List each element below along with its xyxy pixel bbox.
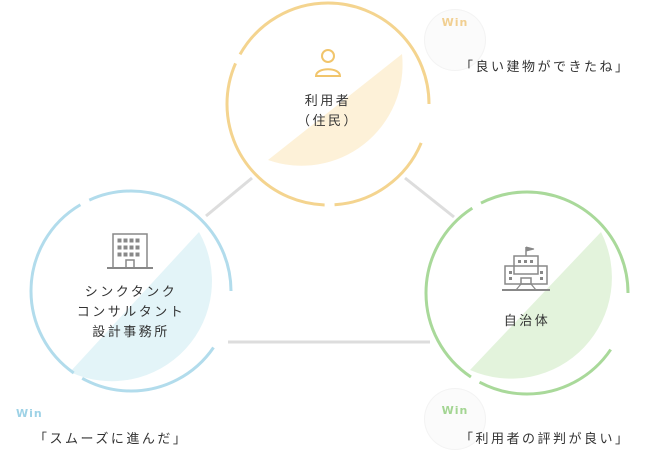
node-user: [225, 1, 431, 207]
office-building-icon: [107, 233, 153, 269]
node-think-ring: [29, 189, 233, 393]
node-gov-label: 自治体: [503, 314, 551, 329]
node-think: [29, 189, 233, 393]
connector-user-gov: [404, 176, 455, 219]
win-badge-think: Win: [16, 402, 43, 421]
person-icon: [314, 49, 342, 77]
node-gov-fill: [470, 232, 612, 379]
win-quote-think: 「スムーズに進んだ」: [34, 432, 189, 447]
node-gov: [424, 190, 630, 396]
connector-user-think: [205, 176, 253, 218]
win-badge-think-text: Win: [16, 407, 43, 420]
node-think-fill: [70, 232, 212, 382]
win-badge-user-text: Win: [441, 16, 469, 29]
win-quote-user: 「良い建物ができたね」: [460, 60, 631, 75]
win-badge-user: Win: [424, 9, 486, 71]
node-think-label: シンクタンク コンサルタント 設計事務所: [76, 285, 186, 340]
node-gov-ring: [424, 190, 630, 396]
win-badge-gov-text: Win: [441, 404, 469, 417]
city-hall-icon: [502, 246, 550, 291]
node-user-label: 利用者 （住民）: [296, 94, 359, 129]
win-badge-gov: Win: [424, 388, 486, 450]
win-quote-gov: 「利用者の評判が良い」: [460, 432, 631, 447]
node-user-fill: [268, 54, 403, 166]
node-user-ring-gap-mask: [225, 1, 431, 207]
